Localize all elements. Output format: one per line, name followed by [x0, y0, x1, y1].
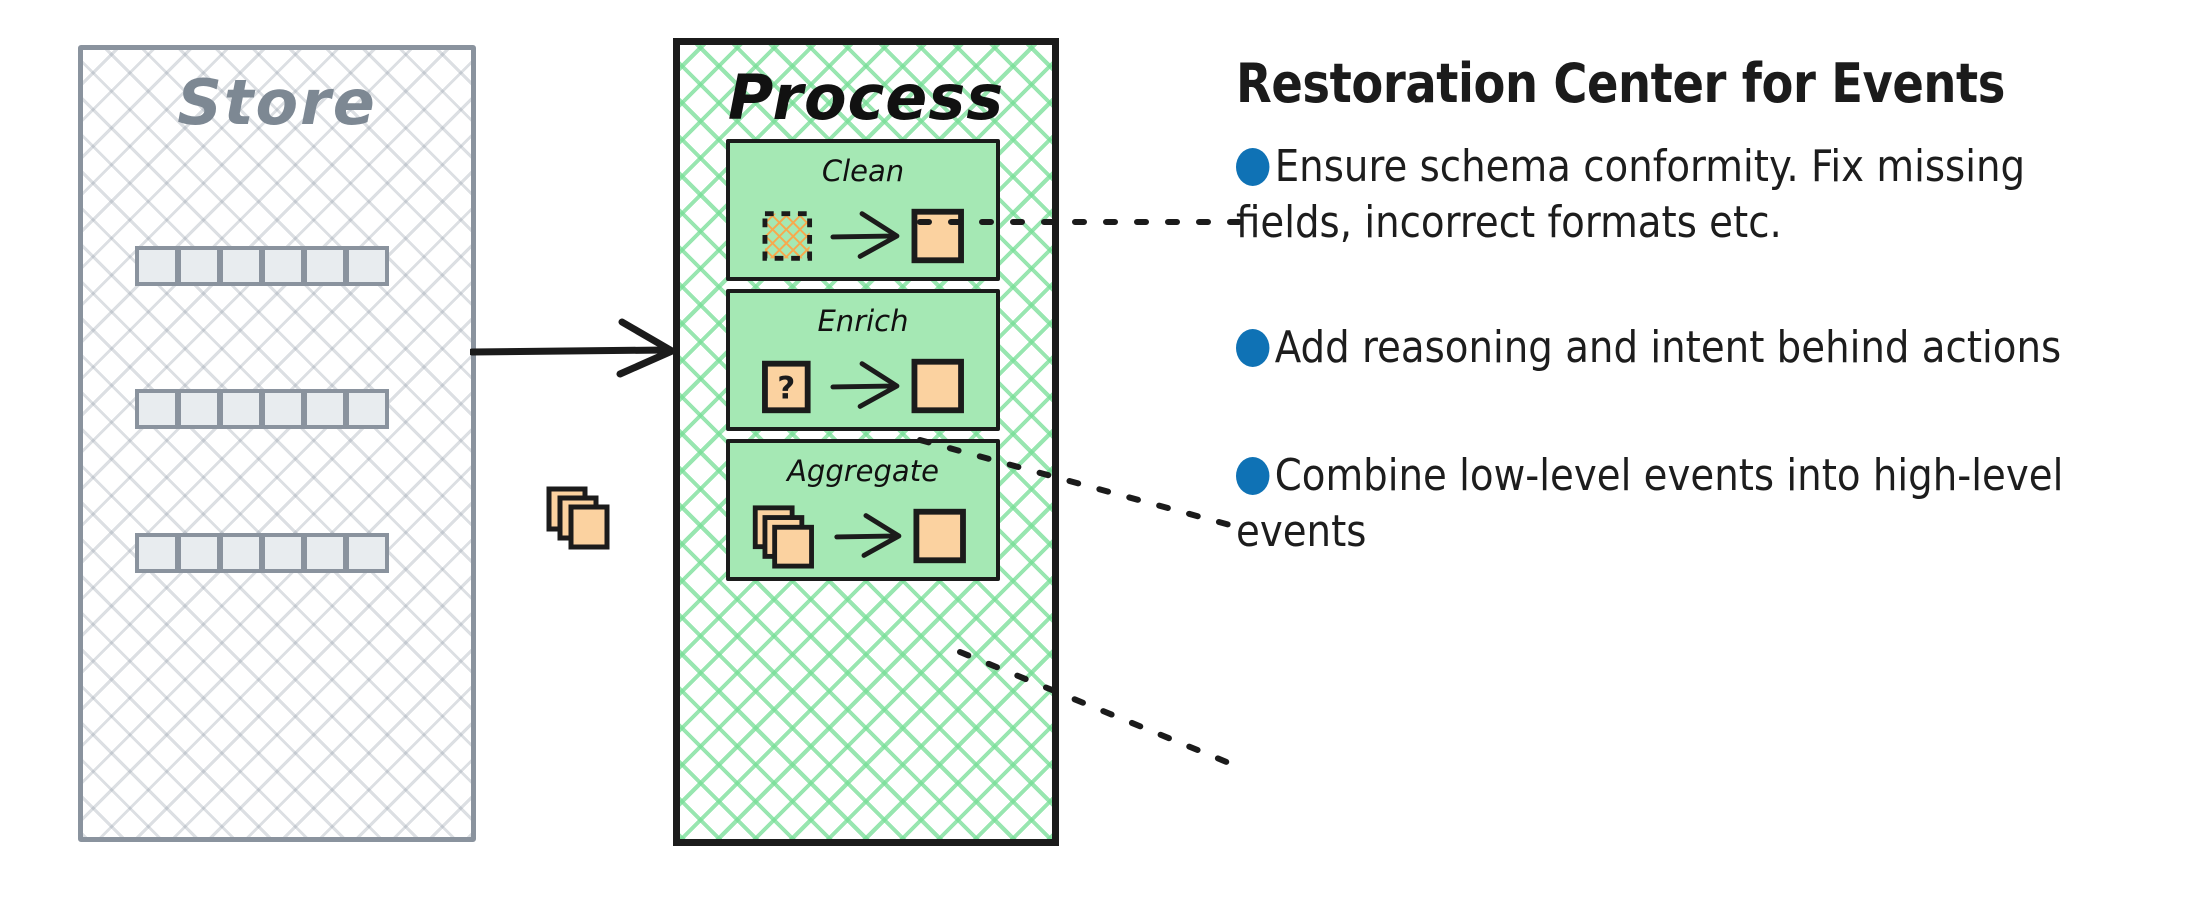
svg-text:?: ? — [777, 371, 795, 407]
bullet-dot-icon — [1236, 457, 1270, 496]
arrow-icon — [830, 361, 900, 409]
process-step-label: Enrich — [817, 304, 909, 338]
store-cell — [261, 389, 305, 429]
orange-square-icon — [911, 208, 964, 264]
store-cell — [261, 533, 305, 573]
store-cell — [177, 389, 221, 429]
bullet-text: Add reasoning and intent behind actions — [1274, 322, 2062, 374]
bullet-text: Combine low-level events into high-level… — [1236, 450, 2064, 558]
store-cell — [177, 246, 221, 286]
process-step-label: Aggregate — [787, 454, 939, 488]
panel-title: Restoration Center for Events — [1236, 52, 2006, 115]
process-step-enrich[interactable]: Enrich ? — [726, 289, 1000, 431]
store-cell — [303, 533, 347, 573]
store-cell — [219, 389, 263, 429]
store-cell — [345, 246, 389, 286]
hatched-dashed-square-icon — [762, 211, 813, 261]
store-cell — [303, 389, 347, 429]
store-cell — [219, 246, 263, 286]
bullet-item: Add reasoning and intent behind actions — [1236, 320, 2116, 376]
store-cell — [135, 533, 179, 573]
orange-square-icon — [913, 508, 966, 564]
stacked-cards-icon — [546, 486, 610, 550]
store-title: Store — [177, 66, 377, 139]
store-container: Store — [78, 45, 476, 842]
bullet-dot-icon — [1236, 147, 1270, 186]
store-row — [135, 533, 389, 573]
store-to-process-arrow-icon — [470, 318, 676, 378]
store-row — [135, 246, 389, 286]
bullet-item: Combine low-level events into high-level… — [1236, 448, 2116, 560]
store-cell — [135, 389, 179, 429]
process-container: Process Clean — [673, 38, 1059, 846]
store-row — [135, 389, 389, 429]
store-cell — [303, 246, 347, 286]
store-cell — [345, 389, 389, 429]
store-cell — [345, 533, 389, 573]
bullet-text: Ensure schema conformity. Fix missing fi… — [1236, 140, 2026, 248]
process-step-clean[interactable]: Clean — [726, 139, 1000, 281]
question-mark-square-icon: ? — [762, 360, 811, 414]
store-cell — [219, 533, 263, 573]
process-title: Process — [727, 61, 1005, 134]
bullet-dot-icon — [1236, 329, 1270, 368]
aggregate-step-visual — [752, 505, 966, 569]
clean-step-visual — [762, 208, 964, 264]
process-step-label: Clean — [821, 154, 905, 188]
stacked-cards-icon — [752, 505, 814, 569]
arrow-icon — [834, 513, 902, 558]
store-cell — [177, 533, 221, 573]
store-cell — [261, 246, 305, 286]
info-panel: Restoration Center for Events Ensure sch… — [1236, 52, 2146, 594]
process-step-aggregate[interactable]: Aggregate — [726, 439, 1000, 581]
orange-square-icon — [911, 358, 964, 414]
enrich-step-visual: ? — [762, 358, 964, 414]
store-cell — [135, 246, 179, 286]
bullet-item: Ensure schema conformity. Fix missing fi… — [1236, 139, 2116, 251]
arrow-icon — [830, 211, 900, 259]
